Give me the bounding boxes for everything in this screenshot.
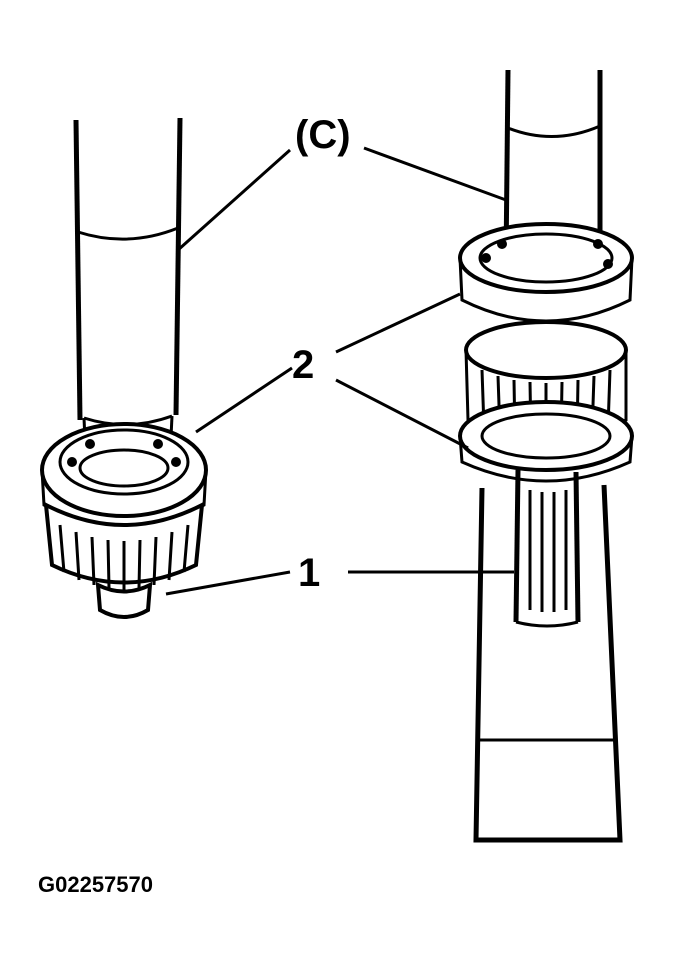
figure-id: G02257570 [38,872,153,897]
callout-leaders [165,146,514,596]
right-pinion-shaft [513,469,581,628]
right-assembly [458,69,634,843]
right-lower-bearing [458,400,634,483]
left-pinion-gear [43,501,205,619]
left-tool-shaft [73,117,183,463]
label-pinion-1: 1 [298,551,320,595]
right-upper-bearing [458,222,634,323]
support-block [473,484,623,843]
left-bearing [40,422,208,527]
label-bearing-2: 2 [292,343,314,387]
left-assembly [40,117,208,619]
label-tool-c: (C) [295,113,351,157]
